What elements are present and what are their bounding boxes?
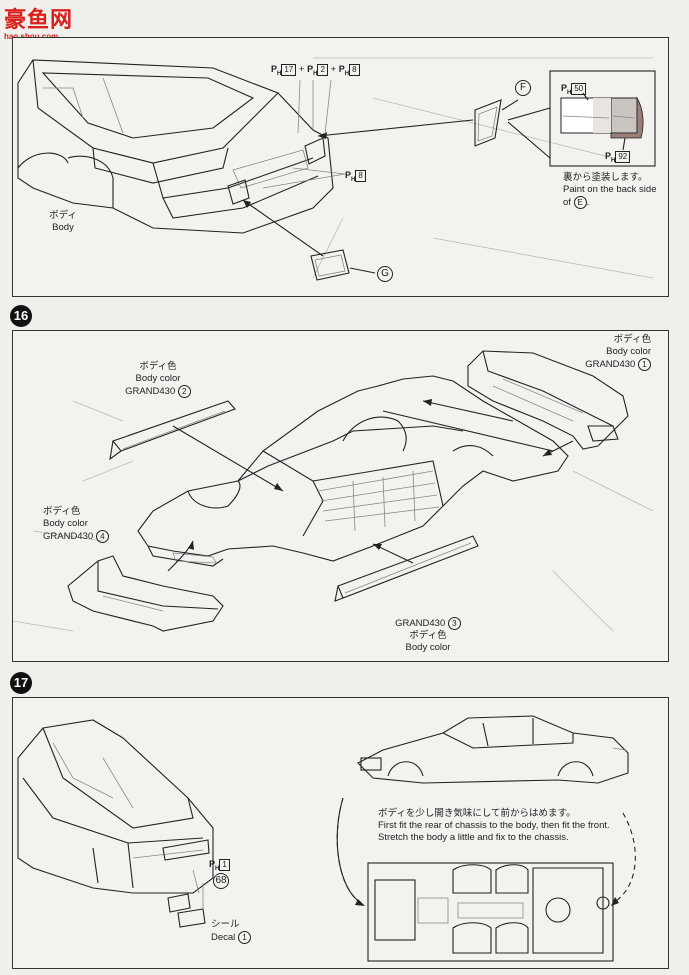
step16-badge: 16 <box>10 305 32 327</box>
part-g-marker: G <box>377 266 393 282</box>
step17-illustration <box>17 715 636 962</box>
color-label-part4: ボディ色 Body color GRAND430 4 <box>43 506 109 543</box>
part-f-marker: F <box>515 80 531 96</box>
watermark-logo: 豪鱼网 hao.shou.com <box>4 2 73 41</box>
color-label-part3: GRAND430 3 ボディ色 Body color <box>383 617 473 654</box>
watermark-title: 豪鱼网 <box>4 8 74 33</box>
color-label-part2: ボディ色 Body color GRAND430 2 <box>113 361 203 398</box>
step16-panel: ボディ色 Body color GRAND430 1 ボディ色 Body col… <box>12 330 669 662</box>
part-68-marker: 68 <box>213 873 229 889</box>
watermark-url: hao.shou.com <box>4 32 73 41</box>
chassis-fit-instruction: ボディを少し開き気味にして前からはめます。 First fit the rear… <box>378 808 610 843</box>
step17-badge: 17 <box>10 672 32 694</box>
decal-label: シール Decal 1 <box>211 919 251 944</box>
color-label-part1: ボディ色 Body color GRAND430 1 <box>585 334 651 371</box>
step15-illustration <box>17 57 656 281</box>
back-side-note: 裏から塗装します。 Paint on the back side of E. <box>563 172 657 209</box>
step16-illustration <box>13 350 654 632</box>
